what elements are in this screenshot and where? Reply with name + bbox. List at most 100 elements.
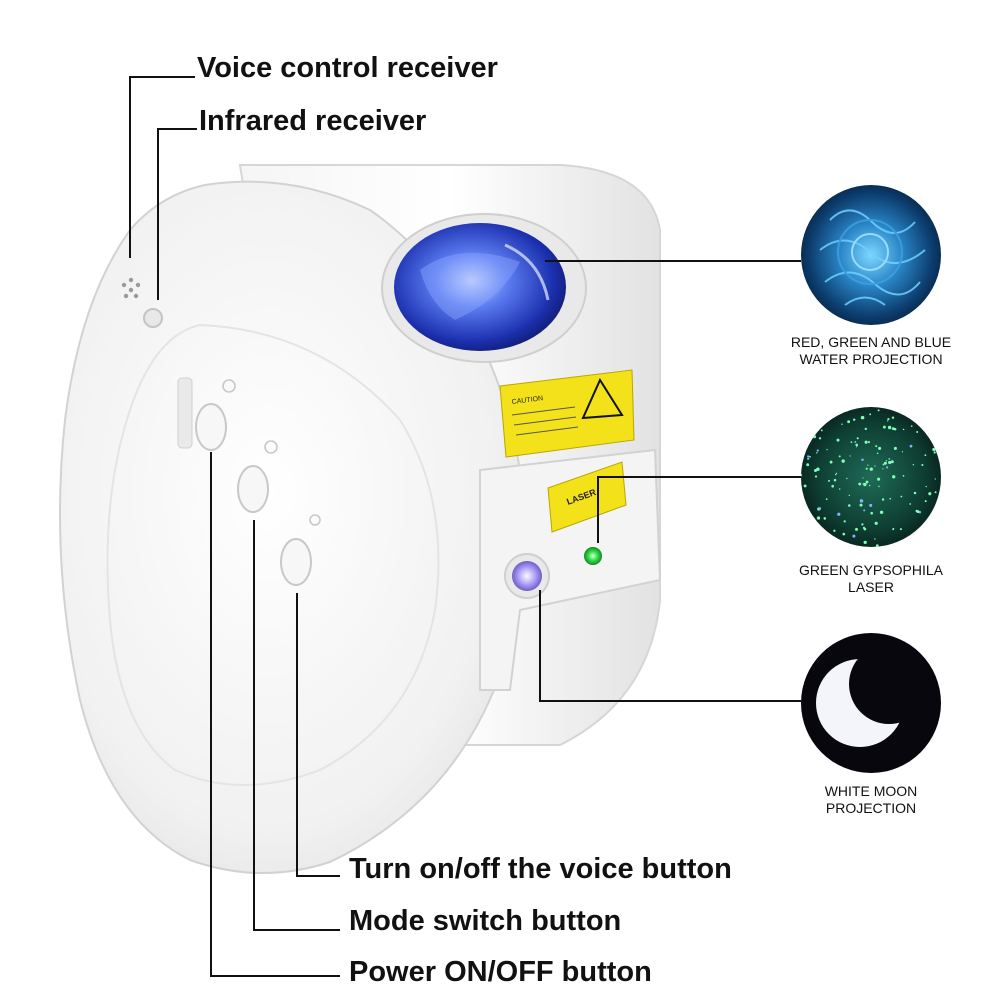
laser-star-dot [893, 446, 897, 450]
light-symbol-icon [309, 514, 321, 526]
laser-star-dot [835, 472, 838, 475]
laser-star-dot [823, 517, 827, 520]
laser-star-dot [885, 460, 888, 462]
laser-caption: GREEN GYPSOPHILA LASER [771, 562, 971, 596]
laser-star-dot [917, 539, 920, 542]
laser-star-dot [862, 483, 864, 485]
laser-star-dot [901, 451, 904, 453]
laser-star-dot [888, 457, 891, 460]
laser-star-dot [887, 425, 892, 430]
laser-star-dot [806, 463, 810, 467]
laser-star-dot [924, 500, 927, 503]
mode-button-callout: Mode switch button [349, 905, 622, 937]
laser-star-dot [863, 509, 866, 512]
laser-star-dot [891, 416, 895, 419]
device-panel-ring [106, 323, 440, 786]
laser-star-dot [862, 526, 866, 530]
laser-star-dot [934, 478, 936, 480]
laser-star-dot [847, 420, 851, 424]
star-projector-device: CAUTION LASER [59, 164, 662, 875]
laser-star-dot [813, 468, 818, 473]
lens-compartment [479, 448, 662, 691]
laser-star-dot [805, 515, 809, 519]
moon-projection-leader [539, 590, 801, 702]
laser-star-dot [812, 435, 817, 439]
laser-star-dot [823, 411, 826, 413]
water-projection-caption: RED, GREEN AND BLUE WATER PROJECTION [771, 334, 971, 368]
infrared-receiver-leader [157, 128, 197, 300]
laser-star-dot [934, 517, 938, 521]
laser-star-dot [828, 479, 830, 482]
laser-star-dot [888, 460, 892, 465]
caption-line: PROJECTION [825, 800, 917, 816]
laser-star-dot [865, 480, 869, 484]
laser-star-dot [912, 464, 915, 466]
laser-leader [597, 476, 801, 543]
laser-star-dot [850, 441, 853, 443]
laser-star-dot [869, 413, 872, 416]
laser-star-dot [838, 455, 841, 458]
voice-button-leader [296, 593, 340, 877]
voice-receiver-callout: Voice control receiver [197, 52, 498, 84]
laser-warning-text: CAUTION [511, 395, 543, 406]
mode-button[interactable] [237, 440, 278, 513]
caption-line: WHITE MOON [824, 783, 918, 799]
laser-star-dot [891, 427, 895, 431]
laser-star-dot [836, 438, 840, 442]
laser-star-dot [848, 504, 851, 507]
laser-star-dot [886, 420, 889, 422]
laser-hazard-icon [581, 377, 624, 420]
laser-star-dot [877, 477, 881, 481]
laser-star-dot [833, 529, 836, 532]
laser-star-dot [899, 528, 902, 531]
laser-star-dot [935, 531, 938, 533]
laser-star-dot [846, 410, 848, 412]
laser-star-dot [841, 423, 843, 426]
laser-star-dot [869, 467, 873, 471]
laser-star-dot [916, 430, 919, 434]
laser-star-dot [878, 485, 880, 488]
voice-button[interactable] [280, 514, 321, 586]
laser-star-dot [846, 477, 848, 480]
microphone-holes-icon [121, 277, 141, 299]
laser-star-dot [902, 428, 905, 431]
laser-star-dot [875, 544, 879, 547]
mode-symbol-icon [264, 440, 278, 454]
voice-receiver-leader [129, 76, 195, 258]
power-button[interactable] [195, 379, 236, 451]
laser-star-dot [842, 532, 846, 536]
laser-star-dot [833, 478, 837, 482]
laser-star-dot [924, 538, 927, 541]
laser-star-dot [900, 495, 903, 498]
laser-star-dot [801, 474, 803, 477]
laser-star-dot [852, 534, 856, 538]
laser-star-dot [807, 455, 810, 458]
laser-star-dot [843, 520, 846, 523]
laser-tag-label: LASER [547, 461, 627, 533]
laser-star-dot [823, 412, 828, 416]
laser-warning-label: CAUTION [499, 369, 635, 458]
laser-star-dot [831, 484, 835, 488]
voice-button-callout: Turn on/off the voice button [349, 853, 732, 885]
laser-star-dot [882, 463, 885, 466]
laser-star-dot [841, 459, 845, 463]
laser-star-dot [855, 443, 859, 447]
laser-star-dot [802, 440, 804, 443]
laser-star-dot [882, 468, 884, 470]
laser-star-dot [856, 437, 859, 440]
laser-star-dot [902, 475, 905, 477]
moon-projection-caption: WHITE MOON PROJECTION [771, 783, 971, 817]
laser-star-dot [862, 477, 864, 479]
leader-lines [129, 76, 801, 977]
laser-star-dot [913, 491, 917, 495]
laser-star-dot [881, 498, 885, 501]
laser-star-dot [915, 543, 919, 547]
laser-star-dot [892, 475, 896, 479]
laser-star-dot [837, 540, 839, 542]
laser-star-dot [818, 437, 822, 440]
laser-star-dot [883, 461, 887, 465]
laser-star-dot [859, 499, 864, 503]
laser-star-dot [801, 542, 803, 546]
laser-star-dot [933, 407, 935, 409]
